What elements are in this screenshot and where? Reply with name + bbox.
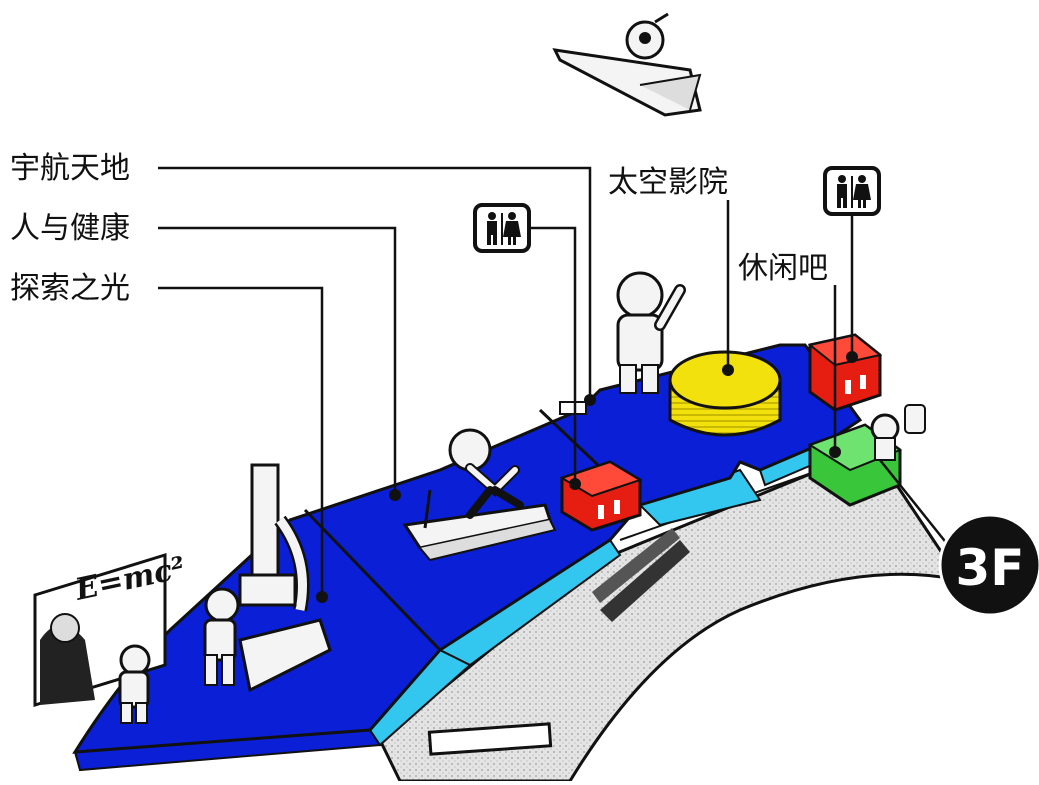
zone-label-space: 宇航天地 — [10, 151, 130, 186]
zone-label-cinema: 太空影院 — [608, 165, 728, 200]
space-shuttle-icon — [552, 12, 702, 117]
microscope-figure — [203, 463, 332, 693]
restroom-icon — [823, 166, 881, 216]
zone-label-health: 人与健康 — [10, 211, 130, 246]
cinema-drum — [668, 350, 782, 437]
leader-lines — [158, 166, 961, 595]
restroom-booth-right — [807, 333, 883, 412]
astronaut-figure — [616, 271, 686, 394]
restroom-booth-center — [559, 460, 643, 532]
floor-label: 3F — [956, 539, 1025, 597]
floor-badge: 3F — [938, 513, 1039, 617]
door-mat — [427, 722, 553, 756]
treadmill-runner — [402, 428, 557, 562]
leader-dots — [316, 351, 858, 603]
zone-label-lounge: 休闲吧 — [738, 251, 828, 286]
corridor-floor — [378, 458, 964, 783]
restroom-icon — [473, 203, 531, 253]
zone-label-light: 探索之光 — [10, 271, 130, 306]
